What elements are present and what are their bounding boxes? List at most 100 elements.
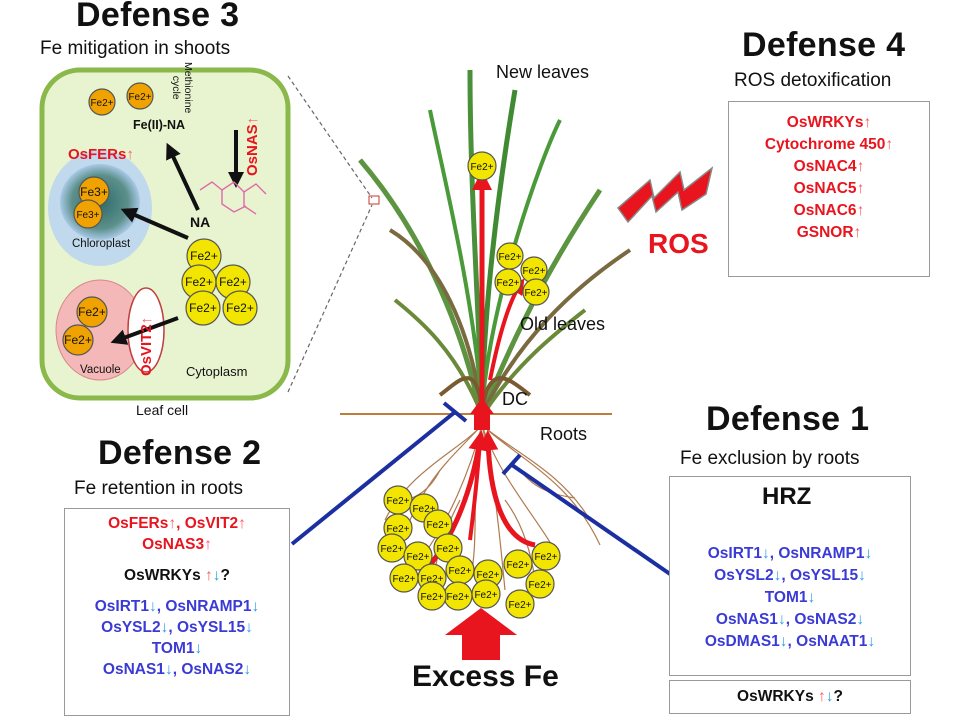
defense1-gene-line: OsIRT1↓, OsNRAMP1↓ — [707, 545, 873, 562]
fe2-ion: Fe2+ — [522, 278, 550, 306]
roots-label: Roots — [540, 424, 588, 444]
new-leaves-label: New leaves — [496, 62, 590, 82]
leaf-cell-caption: Leaf cell — [136, 402, 189, 418]
fe2-ion: Fe2+ — [383, 485, 413, 515]
fe2-ion: Fe2+ — [467, 151, 497, 181]
fe2-ion: Fe2+ — [62, 324, 94, 356]
defense1-gene-line: OsDMAS1↓, OsNAAT1↓ — [704, 633, 876, 650]
svg-text:Fe3+: Fe3+ — [80, 185, 108, 199]
defense2-gene-line: OsYSL2↓, OsYSL15↓ — [101, 619, 253, 636]
svg-text:Fe2+: Fe2+ — [524, 288, 547, 299]
defense1-title: Defense 1 — [706, 400, 870, 438]
excess-fe-arrow — [445, 608, 517, 660]
arrow-to-chloroplast — [120, 207, 189, 240]
defense3-subtitle: Fe mitigation in shoots — [40, 38, 231, 59]
svg-text:Fe2+: Fe2+ — [496, 278, 519, 289]
cycle-label: cycle — [170, 75, 182, 100]
d2-red-line1: OsFERs↑, OsVIT2↑ — [108, 515, 246, 532]
svg-text:Fe2+: Fe2+ — [78, 305, 106, 319]
fe2-ion: Fe2+ — [185, 290, 221, 326]
svg-text:Fe2+: Fe2+ — [534, 552, 557, 563]
na-label: NA — [190, 214, 211, 230]
fe2-ion: Fe2+ — [403, 541, 433, 571]
fe2-ion: Fe2+ — [445, 555, 475, 585]
methionine-cycle-label: Methionine cycle — [170, 62, 194, 113]
svg-text:Fe2+: Fe2+ — [128, 92, 151, 103]
defense2-gene-line: OsNAS1↓, OsNAS2↓ — [102, 661, 252, 678]
fe2-ion: Fe2+ — [505, 589, 535, 619]
methionine-label: Methionine — [182, 62, 194, 114]
fe2-ion: Fe2+ — [126, 82, 154, 110]
fe2-ion: Fe2+ — [389, 563, 419, 593]
svg-text:Fe2+: Fe2+ — [498, 252, 521, 263]
ros-label: ROS — [648, 228, 709, 259]
svg-text:Fe2+: Fe2+ — [474, 590, 497, 601]
svg-text:Fe2+: Fe2+ — [470, 162, 493, 173]
fe2-ion: Fe2+ — [525, 569, 555, 599]
defense2-title: Defense 2 — [98, 434, 262, 472]
fe2-ion: Fe2+ — [377, 533, 407, 563]
fe2-ion: Fe2+ — [496, 242, 524, 270]
zoom-line-bottom — [287, 204, 373, 393]
fe2-ion: Fe2+ — [433, 533, 463, 563]
svg-text:Fe2+: Fe2+ — [528, 580, 551, 591]
defense4-title: Defense 4 — [742, 26, 906, 64]
svg-text:Fe2+: Fe2+ — [426, 520, 449, 531]
fe2-ion: Fe2+ — [222, 290, 258, 326]
na-molecule — [199, 181, 267, 215]
svg-text:Fe2+: Fe2+ — [219, 275, 247, 289]
svg-text:Fe2+: Fe2+ — [448, 566, 471, 577]
fe2-ion: Fe2+ — [471, 579, 501, 609]
fe2-ion: Fe2+ — [531, 541, 561, 571]
defense1-gene-line: OsNAS1↓, OsNAS2↓ — [715, 611, 865, 628]
svg-text:Fe2+: Fe2+ — [64, 333, 92, 347]
svg-text:Fe2+: Fe2+ — [406, 552, 429, 563]
svg-text:Fe2+: Fe2+ — [508, 600, 531, 611]
svg-text:Fe2+: Fe2+ — [90, 98, 113, 109]
defense2-subtitle: Fe retention in roots — [74, 478, 243, 499]
excess-fe-label: Excess Fe — [412, 660, 559, 693]
osvit2-label: OsVIT2↑ — [138, 316, 155, 376]
svg-text:Fe2+: Fe2+ — [386, 524, 409, 535]
defense3-title: Defense 3 — [76, 0, 240, 34]
svg-text:Fe2+: Fe2+ — [190, 249, 218, 263]
defense1-subtitle: Fe exclusion by roots — [680, 448, 860, 469]
svg-text:Fe2+: Fe2+ — [506, 560, 529, 571]
svg-text:Fe2+: Fe2+ — [436, 544, 459, 555]
defense2-gene-line: OsIRT1↓, OsNRAMP1↓ — [94, 598, 260, 615]
osfers-label: OsFERs↑ — [68, 146, 134, 163]
cytoplasm-label: Cytoplasm — [186, 364, 248, 379]
svg-text:Fe2+: Fe2+ — [380, 544, 403, 555]
defense4-item: OsNAC6↑ — [793, 202, 865, 219]
svg-text:Fe2+: Fe2+ — [446, 592, 469, 603]
svg-text:Fe2+: Fe2+ — [522, 266, 545, 277]
fe-na-label: Fe(II)-NA — [133, 118, 186, 132]
defense4-item: Cytochrome 450↑ — [764, 136, 894, 153]
arrow-to-fe-na — [166, 142, 200, 211]
defense2-box: OsFERs↑, OsVIT2↑ OsNAS3↑ OsWRKYs ↑↓? OsI… — [64, 508, 290, 716]
d1-wrky-line: OsWRKYs ↑↓? — [737, 688, 843, 705]
fe2-ion: Fe2+ — [503, 549, 533, 579]
zoom-line-top — [287, 75, 373, 199]
svg-text:Fe2+: Fe2+ — [226, 301, 254, 315]
old-leaves-label: Old leaves — [520, 314, 606, 334]
defense1-gene-line: TOM1↓ — [764, 589, 816, 606]
fe2-ion: Fe2+ — [76, 296, 108, 328]
svg-text:Fe2+: Fe2+ — [392, 574, 415, 585]
svg-text:Fe2+: Fe2+ — [420, 592, 443, 603]
fe3-ion: Fe3+ — [73, 199, 103, 229]
fe2-ion: Fe2+ — [88, 88, 116, 116]
svg-text:Fe2+: Fe2+ — [386, 496, 409, 507]
fe2-ion: Fe2+ — [186, 238, 222, 274]
svg-text:Fe2+: Fe2+ — [420, 574, 443, 585]
defense4-item: OsNAC5↑ — [793, 180, 865, 197]
svg-text:Fe3+: Fe3+ — [76, 210, 99, 221]
defense4-box: OsWRKYs↑Cytochrome 450↑OsNAC4↑OsNAC5↑OsN… — [728, 101, 930, 277]
defense1-gene-line: OsYSL2↓, OsYSL15↓ — [714, 567, 866, 584]
fe2-ion: Fe2+ — [494, 268, 522, 296]
defense4-item: OsNAC4↑ — [793, 158, 865, 175]
vacuole-label: Vacuole — [80, 364, 121, 376]
defense4-subtitle: ROS detoxification — [734, 70, 892, 91]
defense1-box: HRZ OsIRT1↓, OsNRAMP1↓OsYSL2↓, OsYSL15↓T… — [669, 476, 911, 676]
